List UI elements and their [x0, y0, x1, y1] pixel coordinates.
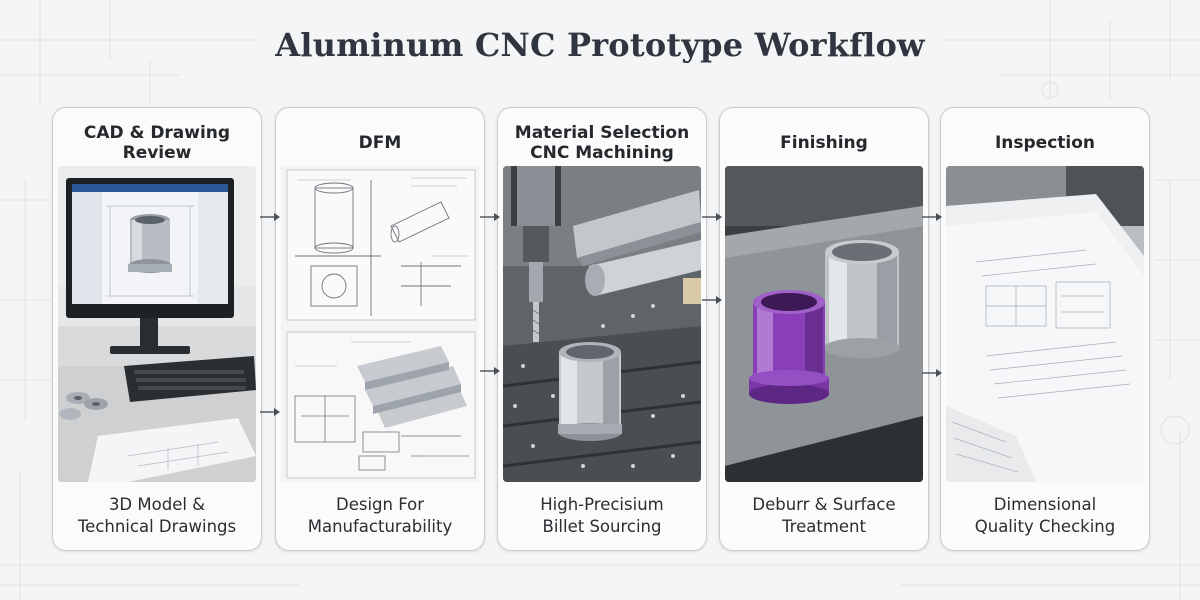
step-caption-line: High-Precisium	[540, 495, 664, 514]
step-header: DFM	[276, 118, 484, 168]
step-caption-line: Manufacturability	[307, 517, 453, 536]
step-header-line: Material Selection	[514, 123, 690, 143]
step-card-finishing: Finishing Debur	[719, 107, 929, 551]
step-caption-line: Dimensional	[993, 495, 1097, 514]
inspection-drawings-photo	[946, 166, 1144, 482]
flow-arrow-icon	[260, 213, 280, 221]
step-header-line: Review	[122, 143, 192, 163]
flow-arrow-icon	[922, 213, 942, 221]
flow-arrow-icon	[922, 369, 942, 377]
step-caption-line: 3D Model &	[108, 495, 206, 514]
cad-workstation-photo	[58, 166, 256, 482]
technical-drawings-photo	[281, 166, 479, 482]
step-header-line: Inspection	[994, 133, 1096, 153]
step-header-line: Finishing	[780, 133, 868, 153]
step-card-dfm: DFM	[275, 107, 485, 551]
step-caption-line: Deburr & Surface	[752, 495, 896, 514]
step-caption: Deburr & Surface Treatment	[720, 492, 928, 540]
step-header-line: DFM	[358, 133, 402, 153]
step-header: Finishing	[720, 118, 928, 168]
step-caption: 3D Model & Technical Drawings	[53, 492, 261, 540]
flow-arrow-icon	[260, 408, 280, 416]
step-caption: Dimensional Quality Checking	[941, 492, 1149, 540]
step-card-inspection: Inspection Dimensional Quality Checking	[940, 107, 1150, 551]
step-caption-line: Treatment	[782, 517, 866, 536]
step-caption-line: Technical Drawings	[77, 517, 237, 536]
step-caption: Design For Manufacturability	[276, 492, 484, 540]
flow-arrow-icon	[702, 213, 722, 221]
step-caption: High-Precisium Billet Sourcing	[498, 492, 706, 540]
step-header-line: CAD & Drawing	[83, 123, 231, 143]
step-header: CAD & Drawing Review	[53, 118, 261, 168]
step-card-cad: CAD & Drawing Review	[52, 107, 262, 551]
step-header-line: CNC Machining	[530, 143, 674, 163]
page-title: Aluminum CNC Prototype Workflow	[275, 26, 925, 64]
step-header: Inspection	[941, 118, 1149, 168]
step-caption-line: Billet Sourcing	[542, 517, 662, 536]
step-caption-line: Quality Checking	[974, 517, 1116, 536]
flow-arrow-icon	[480, 213, 500, 221]
flow-arrow-icon	[702, 296, 722, 304]
finished-parts-photo	[725, 166, 923, 482]
cnc-machining-photo	[503, 166, 701, 482]
step-card-machining: Material Selection CNC Machining	[497, 107, 707, 551]
step-header: Material Selection CNC Machining	[498, 118, 706, 168]
flow-arrow-icon	[480, 367, 500, 375]
step-caption-line: Design For	[336, 495, 424, 514]
